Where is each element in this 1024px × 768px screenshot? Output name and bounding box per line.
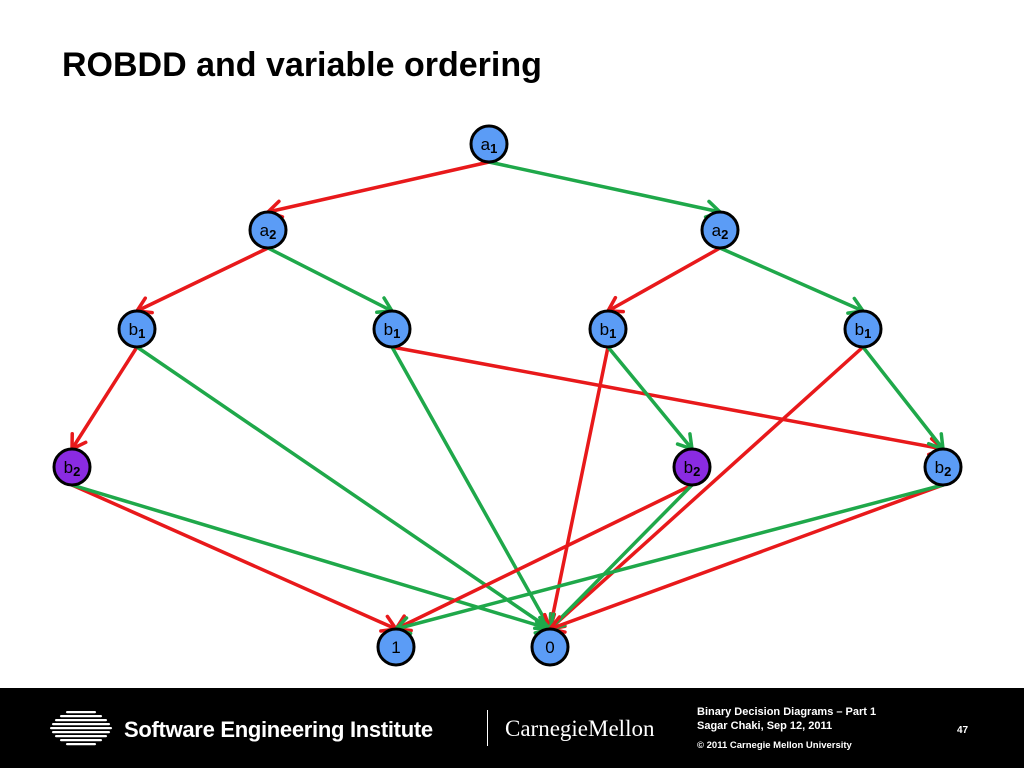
- node-b1A: b1: [117, 309, 157, 349]
- node-b1B: b1: [372, 309, 412, 349]
- edge-low-b1A-b2A: [70, 345, 139, 451]
- node-circle: [248, 210, 288, 250]
- node-label: b2: [684, 458, 701, 479]
- node-a2R: a2: [700, 210, 740, 250]
- node-a2L: a2: [248, 210, 288, 250]
- edge-low-a2L-b1A: [135, 246, 270, 315]
- edge-low-b2C-t0: [548, 483, 945, 634]
- node-circle: [52, 447, 92, 487]
- node-label: 1: [391, 638, 400, 657]
- node-circle: [469, 124, 509, 164]
- course-title: Binary Decision Diagrams – Part 1: [697, 706, 877, 718]
- node-circle: [372, 309, 412, 349]
- node-label: b1: [129, 320, 146, 341]
- edge-low-a2R-b1C: [606, 246, 722, 314]
- node-label: b1: [600, 320, 617, 341]
- node-circle: [672, 447, 712, 487]
- edge-high-a2R-b1D: [718, 246, 865, 315]
- node-t0: 0: [530, 627, 570, 667]
- node-label: b1: [855, 320, 872, 341]
- node-circle: [700, 210, 740, 250]
- page-number: 47: [957, 725, 969, 736]
- footer-divider: [487, 710, 488, 746]
- node-b2C: b2: [923, 447, 963, 487]
- edge-low-b2A-t1: [70, 483, 398, 633]
- node-label: b1: [384, 320, 401, 341]
- footer-bar: Software Engineering Institute CarnegieM…: [0, 688, 1024, 768]
- sei-logo-icon: [50, 711, 112, 746]
- nodes-layer: a1 a2 a2 b1 b1 b1 b1 b2 b2 b2 1 0: [52, 124, 963, 667]
- edge-high-b1A-t0: [135, 345, 552, 631]
- copyright-notice: © 2011 Carnegie Mellon University: [697, 740, 852, 751]
- edge-high-a2L-b1B: [266, 246, 394, 314]
- slide-title: ROBDD and variable ordering: [62, 46, 542, 84]
- node-b2A: b2: [52, 447, 92, 487]
- edge-low-b1D-t0: [548, 345, 865, 631]
- edge-low-b1B-b2C: [390, 345, 945, 457]
- node-a1: a1: [469, 124, 509, 164]
- node-label: b2: [64, 458, 81, 479]
- node-label: a2: [260, 221, 277, 242]
- node-b2B: b2: [672, 447, 712, 487]
- edge-low-a1-a2L: [266, 160, 491, 219]
- node-circle: [588, 309, 628, 349]
- node-label: b2: [935, 458, 952, 479]
- node-label: a2: [712, 221, 729, 242]
- node-circle: [843, 309, 883, 349]
- author-date: Sagar Chaki, Sep 12, 2011: [697, 720, 833, 732]
- course-info: Binary Decision Diagrams – Part 1 Sagar …: [697, 705, 876, 733]
- node-label: 0: [545, 638, 554, 657]
- organization-name: Software Engineering Institute: [124, 717, 433, 742]
- edge-low-b2B-t1: [394, 483, 694, 633]
- robdd-diagram: a1 a2 a2 b1 b1 b1 b1 b2 b2 b2 1 0: [52, 124, 963, 667]
- node-circle: [117, 309, 157, 349]
- node-label: a1: [481, 135, 498, 156]
- node-b1D: b1: [843, 309, 883, 349]
- node-t1: 1: [376, 627, 416, 667]
- edges-layer: [70, 160, 945, 636]
- edge-high-b1B-t0: [390, 345, 553, 631]
- node-circle: [530, 627, 570, 667]
- university-name: CarnegieMellon: [505, 716, 655, 741]
- edge-high-a1-a2R: [487, 160, 722, 219]
- node-b1C: b1: [588, 309, 628, 349]
- edge-high-b2A-t0: [70, 483, 552, 635]
- edge-high-b1D-b2C: [861, 345, 945, 451]
- node-circle: [376, 627, 416, 667]
- node-circle: [923, 447, 963, 487]
- edge-high-b1C-b2B: [606, 345, 694, 451]
